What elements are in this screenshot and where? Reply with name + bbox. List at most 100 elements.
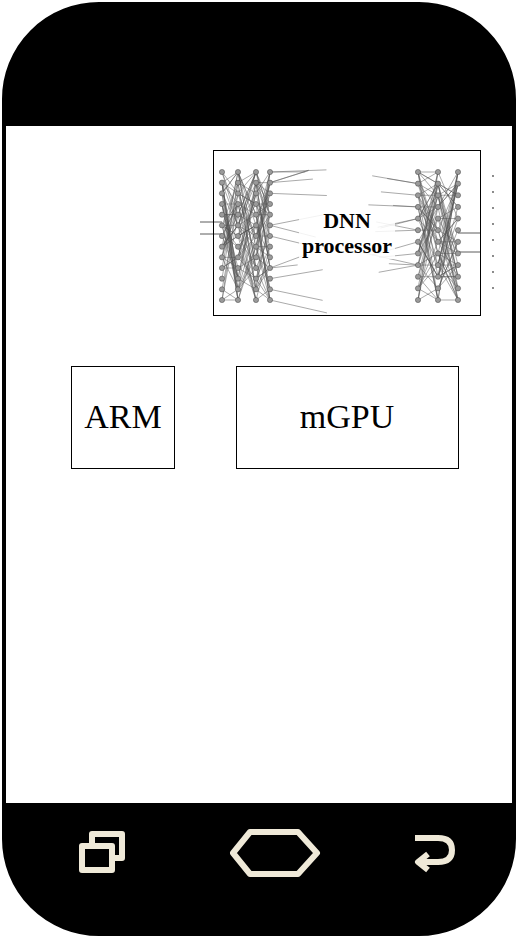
bottom-bezel: [4, 803, 514, 934]
io-line: [458, 233, 480, 234]
output-dot: [492, 223, 494, 225]
neuron-dot: [415, 262, 420, 267]
synapse-line: [438, 184, 458, 254]
neuron-dot: [435, 286, 440, 291]
neuron-dot: [435, 169, 440, 174]
synapse-line: [381, 192, 418, 195]
synapse-line: [418, 195, 438, 253]
neuron-dot: [253, 180, 258, 185]
synapse-line: [256, 204, 270, 300]
neuron-dot: [219, 297, 224, 302]
synapse-line: [438, 253, 458, 288]
neuron-dot: [267, 223, 272, 228]
cpu-box: ARM: [71, 366, 175, 469]
neuron-dot: [219, 191, 224, 196]
output-dot: [492, 255, 494, 257]
synapse-line: [438, 184, 458, 196]
neuron-dot: [235, 276, 240, 281]
neuron-dot: [415, 169, 420, 174]
synapse-line: [222, 289, 238, 300]
neuron-dot: [253, 244, 258, 249]
neuron-dot: [267, 287, 272, 292]
neuron-dot: [455, 169, 460, 174]
neuron-dot: [455, 286, 460, 291]
neuron-dot: [267, 201, 272, 206]
synapse-line: [438, 253, 458, 300]
synapse-line: [418, 265, 438, 288]
synapse-line: [238, 183, 256, 279]
neuron-dot: [435, 216, 440, 221]
neuron-dot: [455, 297, 460, 302]
synapse-line: [222, 257, 238, 289]
synapse-line: [418, 172, 438, 277]
synapse-line: [418, 195, 438, 300]
synapse-line: [438, 184, 458, 289]
synapse-line: [438, 253, 458, 265]
phone-screen: [4, 4, 514, 934]
synapse-line: [256, 183, 270, 215]
neuron-dot: [267, 244, 272, 249]
synapse-line: [418, 172, 438, 300]
output-dot: [492, 175, 494, 177]
neuron-dot: [219, 276, 224, 281]
neuron-dot: [415, 239, 420, 244]
neuron-dot: [455, 262, 460, 267]
neuron-dot: [435, 193, 440, 198]
neuron-dot: [235, 212, 240, 217]
neuron-dot: [455, 239, 460, 244]
synapse-line: [270, 170, 326, 172]
synapse-line: [222, 289, 238, 300]
neuron-dot: [455, 228, 460, 233]
neuron-dot: [455, 193, 460, 198]
neuron-dot: [415, 251, 420, 256]
synapse-line: [438, 219, 458, 277]
neuron-dot: [415, 216, 420, 221]
neuron-dot: [219, 255, 224, 260]
synapse-line: [438, 230, 458, 277]
neuron-dot: [235, 191, 240, 196]
synapse-line: [256, 172, 270, 289]
synapse-line: [438, 184, 458, 196]
synapse-line: [372, 176, 418, 184]
node-label: DNN processor: [299, 207, 395, 260]
synapse-line: [438, 265, 458, 277]
neuron-dot: [235, 255, 240, 260]
neuron-dot: [267, 276, 272, 281]
neuron-dot: [267, 191, 272, 196]
synapse-line: [418, 288, 438, 300]
neuron-dot: [435, 228, 440, 233]
synapse-line: [438, 300, 458, 301]
synapse-line: [238, 172, 256, 183]
top-bezel: [4, 4, 514, 126]
synapse-line: [238, 172, 256, 225]
neuron-dot: [253, 212, 258, 217]
neuron-dot: [435, 297, 440, 302]
synapse-line: [379, 265, 418, 272]
neuron-dot: [219, 223, 224, 228]
neuron-dot: [435, 239, 440, 244]
synapse-line: [222, 204, 238, 300]
synapse-line: [418, 195, 438, 265]
neuron-dot: [415, 181, 420, 186]
synapse-line: [438, 242, 458, 289]
neuron-dot: [455, 181, 460, 186]
synapse-line: [418, 172, 438, 300]
neuron-dot: [267, 265, 272, 270]
output-dot: [492, 191, 494, 193]
synapse-line: [238, 225, 256, 236]
synapse-line: [270, 179, 313, 183]
synapse-line: [418, 219, 438, 277]
synapse-line: [270, 270, 323, 279]
synapse-line: [438, 253, 458, 300]
synapse-line: [222, 183, 238, 300]
neuron-dot: [235, 287, 240, 292]
synapse-line: [438, 184, 458, 277]
neuron-dot: [435, 204, 440, 209]
synapse-line: [438, 172, 458, 300]
synapse-line: [438, 242, 458, 254]
neuron-dot: [267, 297, 272, 302]
synapse-line: [238, 225, 256, 236]
synapse-line: [438, 184, 458, 277]
synapse-line: [238, 172, 256, 268]
